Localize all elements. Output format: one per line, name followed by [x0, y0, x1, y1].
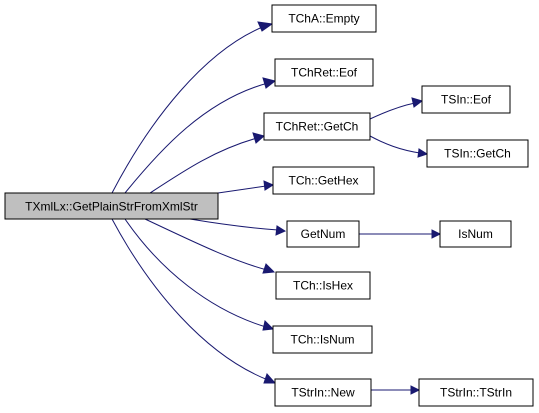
node-tchret-eof[interactable]: TChRet::Eof — [274, 58, 374, 87]
call-edges — [111, 21, 442, 395]
node-tstrin-new[interactable]: TStrIn::New — [274, 378, 372, 407]
node-tch-isnum[interactable]: TCh::IsNum — [272, 325, 373, 354]
node-tch-ishex-label: TCh::IsHex — [293, 279, 353, 293]
node-tsin-getch-label: TSIn::GetCh — [444, 147, 511, 161]
node-tch-gethex[interactable]: TCh::GetHex — [272, 166, 375, 195]
node-tstrin-new-label: TStrIn::New — [291, 386, 355, 400]
edge-tchret-getch-to-tsin-eof — [369, 97, 424, 120]
node-tstrin-ctor[interactable]: TStrIn::TStrIn — [418, 378, 534, 407]
root-function-label: TXmlLx::GetPlainStrFromXmlStr — [25, 200, 198, 214]
edge-root-to-tch-isnum — [124, 218, 275, 331]
node-tsin-eof[interactable]: TSIn::Eof — [421, 85, 511, 114]
call-nodes: TXmlLx::GetPlainStrFromXmlStr TChA::Empt… — [4, 4, 534, 407]
node-tsin-getch[interactable]: TSIn::GetCh — [426, 139, 529, 168]
edge-root-to-tchret-eof — [124, 77, 277, 194]
edge-root-to-tcha-empty — [111, 21, 274, 194]
edge-tchret-getch-to-tsin-getch — [369, 135, 429, 158]
node-tch-gethex-label: TCh::GetHex — [288, 174, 358, 188]
edge-root-to-getnum — [189, 218, 287, 236]
node-tch-ishex[interactable]: TCh::IsHex — [275, 271, 371, 300]
node-isnum-label: IsNum — [458, 227, 493, 241]
node-tstrin-ctor-label: TStrIn::TStrIn — [440, 386, 512, 400]
root-function-node[interactable]: TXmlLx::GetPlainStrFromXmlStr — [4, 192, 219, 220]
node-tcha-empty[interactable]: TChA::Empty — [271, 4, 377, 33]
edge-root-to-tstrin-new — [111, 218, 277, 384]
node-isnum[interactable]: IsNum — [439, 220, 512, 248]
edge-tstrin-new-to-tstrin-ctor — [371, 385, 421, 395]
node-getnum-label: GetNum — [301, 227, 346, 241]
node-getnum[interactable]: GetNum — [286, 220, 360, 248]
node-tchret-getch[interactable]: TChRet::GetCh — [263, 112, 371, 141]
node-tch-isnum-label: TCh::IsNum — [290, 333, 354, 347]
node-tcha-empty-label: TChA::Empty — [288, 12, 359, 26]
node-tchret-getch-label: TChRet::GetCh — [276, 120, 359, 134]
edge-getnum-to-isnum — [359, 229, 442, 239]
edge-root-to-tchret-getch — [149, 132, 266, 194]
node-tsin-eof-label: TSIn::Eof — [441, 93, 492, 107]
edge-root-to-tch-gethex — [217, 180, 275, 194]
edge-root-to-tch-ishex — [144, 218, 276, 274]
node-tchret-eof-label: TChRet::Eof — [291, 66, 358, 80]
